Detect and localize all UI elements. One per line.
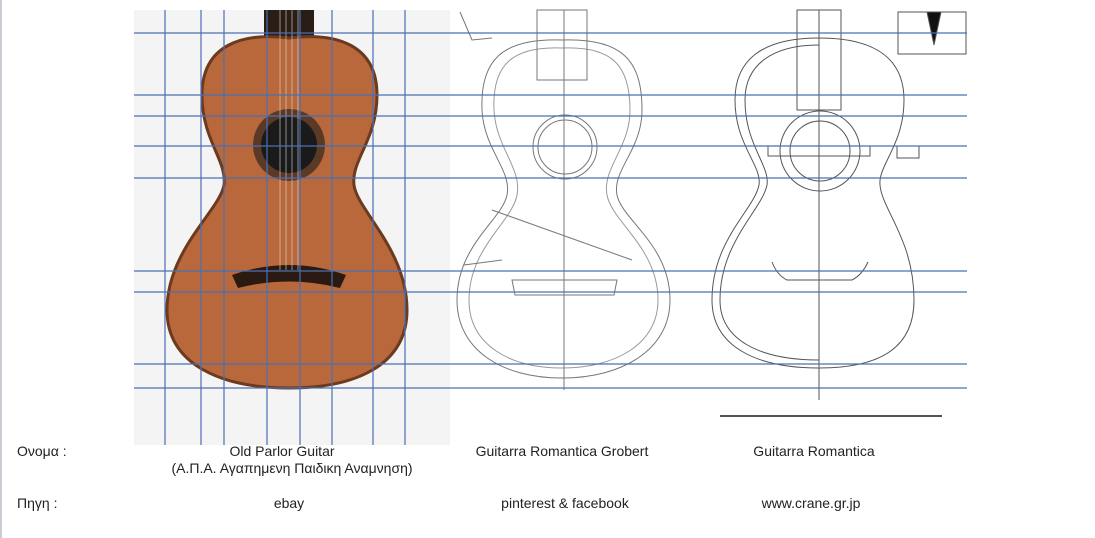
guitar-1-subtitle: (Α.Π.Α. Αγαπημενη Παιδικη Αναμνηση)	[171, 460, 413, 476]
guitar-1-name: Old Parlor Guitar	[229, 443, 335, 459]
source-label: Πηγη :	[17, 495, 58, 511]
guitar-3-name: Guitarra Romantica	[753, 443, 875, 459]
guitar-3-source: www.crane.gr.jp	[761, 495, 861, 511]
alignment-grid	[134, 10, 967, 445]
name-label: Ονομα :	[17, 443, 67, 459]
guitar-1-source: ebay	[273, 495, 305, 511]
grobert-plan-drawing	[456, 9, 671, 390]
guitar-2-name: Guitarra Romantica Grobert	[475, 443, 649, 459]
guitar-2-source: pinterest & facebook	[501, 495, 629, 511]
crane-plan-drawing	[711, 9, 967, 417]
